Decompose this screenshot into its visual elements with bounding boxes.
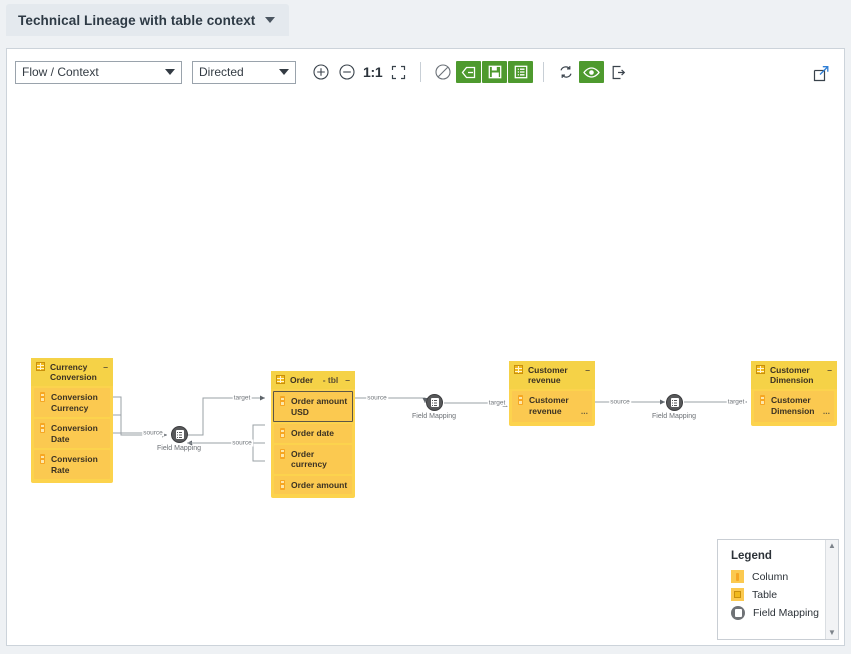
- flow-context-select-value: Flow / Context: [22, 65, 99, 79]
- column-icon: [40, 423, 45, 433]
- chevron-down-icon[interactable]: ▼: [828, 628, 836, 637]
- column-overflow-ellipsis[interactable]: ...: [822, 405, 830, 416]
- field-mapping-node[interactable]: [666, 394, 683, 411]
- column-row[interactable]: Conversion Currency: [34, 388, 110, 417]
- export-icon[interactable]: [605, 59, 631, 85]
- chevron-down-icon: [165, 69, 175, 75]
- column-overflow-ellipsis[interactable]: ...: [580, 405, 588, 416]
- table-node-title: Order: [290, 375, 314, 385]
- table-node-title: Currency Conversion: [50, 362, 97, 382]
- column-row[interactable]: Customer Dimension ...: [754, 391, 834, 422]
- column-row[interactable]: Order date: [274, 424, 352, 443]
- table-node-customer-revenue[interactable]: Customer revenue – Customer revenue ...: [509, 361, 595, 426]
- column-icon: [40, 454, 45, 464]
- table-icon: [276, 375, 285, 384]
- column-icon: [280, 396, 285, 406]
- table-node-suffix: - tbl: [322, 375, 339, 385]
- refresh-icon[interactable]: [553, 59, 579, 85]
- lineage-view-tab[interactable]: Technical Lineage with table context: [6, 4, 290, 36]
- legend-item-table: Table: [731, 588, 825, 601]
- fit-to-screen-icon[interactable]: [385, 59, 411, 85]
- chevron-up-icon[interactable]: ▲: [828, 541, 836, 550]
- field-mapping-node[interactable]: [171, 426, 188, 443]
- column-icon: [280, 448, 285, 459]
- list-icon[interactable]: [508, 61, 534, 83]
- column-label: Order amount USD: [291, 396, 348, 417]
- expand-external-icon[interactable]: [808, 60, 834, 86]
- direction-select[interactable]: Directed: [192, 60, 296, 84]
- collapse-toggle[interactable]: –: [585, 365, 590, 375]
- table-icon: [731, 588, 744, 601]
- table-node-header[interactable]: Currency Conversion –: [31, 358, 113, 386]
- lineage-canvas-panel: Flow / Context Directed 1:1: [6, 48, 845, 646]
- column-icon: [280, 428, 285, 438]
- column-label: Conversion Date: [51, 423, 98, 444]
- zoom-out-icon[interactable]: [334, 59, 360, 85]
- image-export-icon[interactable]: [482, 61, 508, 83]
- column-label: Order date: [291, 428, 334, 438]
- column-label: Order amount: [291, 479, 348, 490]
- header-bar: Technical Lineage with table context: [0, 0, 851, 40]
- legend-body: Legend Column Table Field Mapping: [718, 540, 825, 639]
- collapse-toggle[interactable]: –: [827, 365, 832, 375]
- table-node-header[interactable]: Customer Dimension –: [751, 361, 837, 389]
- chevron-down-icon: [279, 69, 289, 75]
- lineage-toolbar: Flow / Context Directed 1:1: [7, 49, 844, 95]
- table-icon: [514, 365, 523, 374]
- toolbar-divider: [420, 62, 422, 82]
- legend-scrollbar[interactable]: ▲ ▼: [825, 540, 838, 639]
- column-row-selected[interactable]: Order amount USD: [273, 391, 353, 422]
- table-node-title: Customer Dimension: [770, 365, 814, 385]
- chevron-down-icon[interactable]: [265, 17, 276, 23]
- collapse-toggle[interactable]: –: [345, 375, 350, 385]
- column-row[interactable]: Order currency: [274, 444, 352, 474]
- table-icon: [36, 362, 45, 371]
- direction-select-value: Directed: [199, 65, 244, 79]
- column-label: Conversion Currency: [51, 392, 98, 413]
- field-mapping-icon: [670, 398, 679, 407]
- column-icon: [40, 392, 45, 402]
- column-label: Conversion Rate: [51, 454, 98, 475]
- lineage-graph-area[interactable]: Currency Conversion – Conversion Currenc…: [7, 95, 844, 645]
- legend-panel: Legend Column Table Field Mapping ▲ ▼: [717, 539, 839, 640]
- field-mapping-icon: [731, 606, 745, 620]
- legend-item-column: Column: [731, 570, 825, 583]
- legend-item-label: Field Mapping: [753, 607, 819, 619]
- column-row[interactable]: Conversion Rate: [34, 450, 110, 479]
- table-node-header[interactable]: Order - tbl –: [271, 371, 355, 389]
- column-row[interactable]: Order amount: [274, 475, 352, 494]
- legend-title: Legend: [731, 550, 772, 562]
- legend-item-label: Column: [752, 570, 789, 583]
- table-icon: [756, 365, 765, 374]
- column-label: Customer revenue: [529, 395, 569, 416]
- table-node-header[interactable]: Customer revenue –: [509, 361, 595, 389]
- legend-item-label: Table: [752, 588, 778, 601]
- tag-icon[interactable]: [456, 61, 482, 83]
- field-mapping-node[interactable]: [426, 394, 443, 411]
- column-icon: [518, 395, 523, 405]
- flow-context-select[interactable]: Flow / Context: [15, 60, 182, 84]
- column-row[interactable]: Customer revenue ...: [512, 391, 592, 422]
- table-node-title: Customer revenue: [528, 365, 568, 385]
- column-label: Customer Dimension: [771, 395, 815, 416]
- table-node-currency-conversion[interactable]: Currency Conversion – Conversion Currenc…: [31, 358, 113, 483]
- field-mapping-icon: [175, 430, 184, 439]
- column-icon: [731, 570, 744, 583]
- column-row[interactable]: Conversion Date: [34, 419, 110, 448]
- column-label: Order currency: [291, 448, 327, 470]
- legend-item-field-mapping: Field Mapping: [731, 606, 825, 620]
- table-node-customer-dimension[interactable]: Customer Dimension – Customer Dimension …: [751, 361, 837, 426]
- zoom-reset-button[interactable]: 1:1: [363, 64, 383, 80]
- eye-icon[interactable]: [579, 61, 605, 83]
- column-icon: [280, 479, 285, 490]
- zoom-in-icon[interactable]: [308, 59, 334, 85]
- table-node-order[interactable]: Order - tbl – Order amount USD Order dat…: [271, 371, 355, 498]
- lineage-view-tab-label: Technical Lineage with table context: [18, 12, 256, 28]
- no-entry-icon[interactable]: [430, 59, 456, 85]
- field-mapping-icon: [430, 398, 439, 407]
- column-icon: [760, 395, 765, 405]
- toolbar-divider: [543, 62, 545, 82]
- collapse-toggle[interactable]: –: [103, 362, 108, 372]
